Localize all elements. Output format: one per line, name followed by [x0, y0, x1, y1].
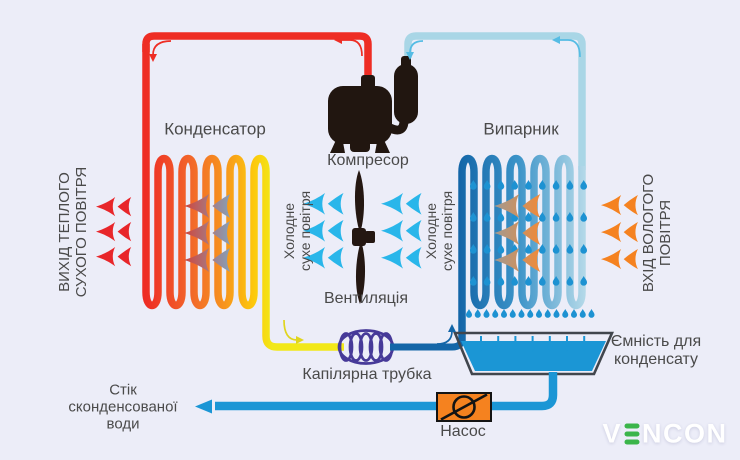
fan-icon [352, 170, 375, 304]
pump-icon [436, 392, 492, 422]
warm-air-arrows [96, 197, 132, 267]
label-line: Холодне [281, 202, 298, 260]
cold-gas-pipe [404, 32, 586, 170]
label-line: Ємність для [610, 332, 702, 350]
flow-direction-arrows [149, 36, 581, 345]
evaporator-coil [458, 154, 586, 342]
drain-label: Стік сконденсованої води [68, 381, 178, 434]
tank-inflow-arrows [476, 336, 590, 352]
condensate-tank-icon [453, 331, 614, 376]
pump-label: Насос [440, 422, 486, 440]
compressor-label: Компресор [327, 151, 409, 169]
label-line: Холодне [423, 202, 440, 260]
label-line: СУХОГО ПОВІТРЯ [73, 166, 90, 298]
capillary-coil-icon [337, 329, 395, 365]
logo-letters: NCON [642, 418, 728, 449]
warm-air-out-label: ВИХІД ТЕПЛОГО СУХОГО ПОВІТРЯ [56, 166, 91, 298]
hot-gas-pipe [142, 32, 372, 92]
label-line: ПОВІТРЯ [657, 199, 674, 267]
label-line: ВХІД ВОЛОГОГО [640, 173, 658, 293]
label-line: ВИХІД ТЕПЛОГО [56, 172, 74, 292]
ventilation-label: Вентиляція [323, 289, 409, 307]
compressor-icon [328, 56, 418, 153]
logo-green-e-icon [624, 423, 640, 445]
vencon-logo: V NCON [602, 419, 727, 450]
evaporator-label: Випарник [483, 119, 559, 139]
label-line: Стік [109, 381, 137, 399]
liquid-pipe [390, 337, 466, 351]
label-line: сухе повітря [439, 190, 455, 272]
condensate-tank-label: Ємність для конденсату [611, 333, 701, 369]
label-line: конденсату [613, 351, 699, 368]
evaporator-airflow-arrows [494, 194, 541, 272]
label-line: води [106, 415, 140, 433]
condenser-coil [142, 44, 344, 351]
label-line: сконденсованої [68, 398, 178, 416]
label-line: сухе повітря [297, 190, 313, 272]
humid-air-in-label: ВХІД ВОЛОГОГО ПОВІТРЯ [640, 173, 675, 293]
cold-air-arrows-right [381, 193, 422, 269]
drain-pipe [195, 372, 558, 414]
cold-dry-air-label-right: Холодне сухе повітря [423, 190, 456, 272]
cold-dry-air-label-left: Холодне сухе повітря [281, 190, 314, 272]
capillary-tube-label: Капілярна трубка [302, 365, 432, 383]
condenser-label: Конденсатор [164, 119, 266, 139]
logo-letter: V [602, 418, 623, 449]
humid-air-arrows [601, 195, 638, 270]
drain-arrow-icon [195, 399, 212, 414]
